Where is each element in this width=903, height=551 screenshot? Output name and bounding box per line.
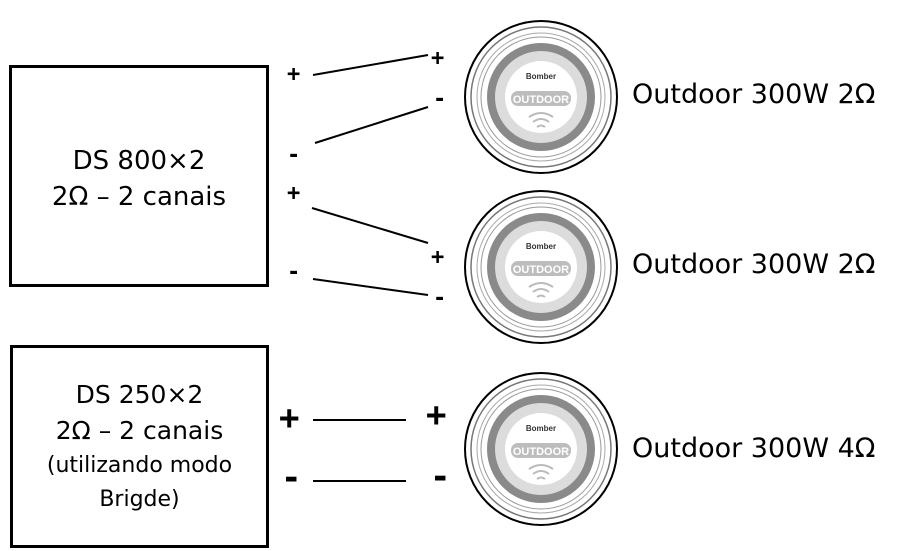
speaker-logo: OUTDOOR [513,264,569,276]
speaker-logo: OUTDOOR [513,446,569,458]
amplifier-note-continued: Brigde) [99,486,180,512]
wire-ch2-negative [312,278,429,296]
wire-ch1-positive [312,54,429,76]
amplifier-spec: 2Ω – 2 canais [51,182,227,212]
speaker-label: Outdoor 300W 2Ω [632,79,876,110]
speaker-brand: Bomber [526,424,556,433]
amplifier-model: DS 800×2 [72,146,206,176]
speaker-logo: OUTDOOR [513,94,569,106]
speaker3-minus-sign: - [430,457,451,497]
speaker1-minus-sign: - [433,87,447,112]
wire-ch2-positive [311,207,429,244]
wire-ch1-negative [314,106,429,144]
amplifier-ds800x2: DS 800×2 2Ω – 2 canais [9,65,269,287]
amplifier-note: (utilizando modo [46,452,233,478]
speaker-brand: Bomber [526,72,556,81]
speaker2-plus-sign: + [431,245,445,270]
amp2-plus-sign: + [279,398,300,438]
amp1-ch1-plus-sign: + [287,62,301,87]
speaker-label: Outdoor 300W 4Ω [632,433,876,464]
amp1-ch1-minus-sign: - [287,143,301,168]
speaker-label: Outdoor 300W 2Ω [632,249,876,280]
subwoofer-speaker-icon: Bomber OUTDOOR [464,190,618,344]
speaker-brand: Bomber [526,242,556,251]
speaker2-minus-sign: - [433,286,447,311]
amplifier-spec: 2Ω – 2 canais [55,415,224,445]
amplifier-model: DS 250×2 [75,379,204,409]
speaker1-plus-sign: + [431,46,445,71]
subwoofer-speaker-icon: Bomber OUTDOOR [464,20,618,174]
amp1-ch2-plus-sign: + [287,181,301,206]
amp1-ch2-minus-sign: - [287,260,301,285]
speaker3-plus-sign: + [426,395,447,435]
subwoofer-speaker-icon: Bomber OUTDOOR [464,372,618,526]
amp2-minus-sign: - [281,458,302,498]
amplifier-ds250x2: DS 250×2 2Ω – 2 canais (utilizando modo … [10,345,269,548]
